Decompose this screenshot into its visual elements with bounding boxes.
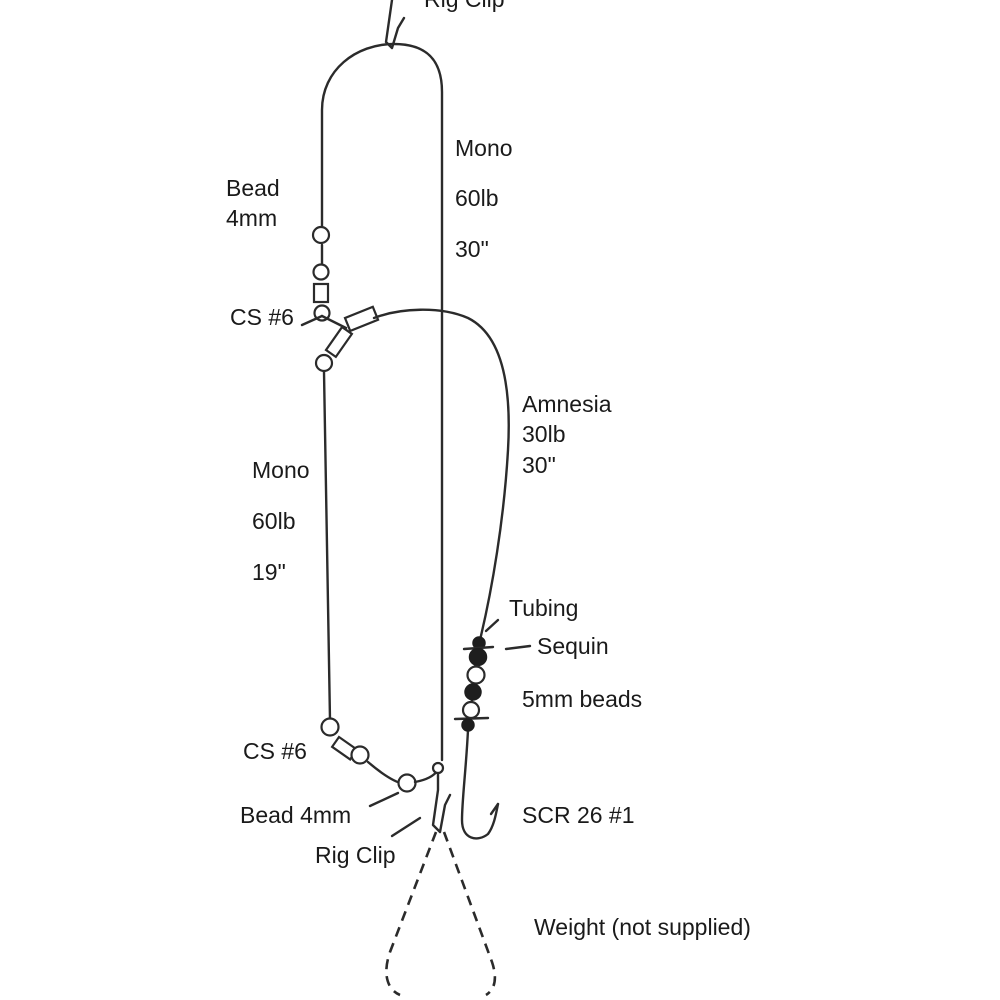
crane-swivel-lower-icon [324, 325, 354, 359]
tubing-label: Tubing [509, 595, 578, 621]
mono-left-label: Mono [252, 457, 310, 483]
rig-clip-top-label: Rig Clip [424, 0, 505, 12]
weight-outline [385, 831, 497, 997]
rig-clip-bottom-label: Rig Clip [315, 842, 396, 868]
mono-left-length-label: 19" [252, 559, 286, 585]
bead-5mm-black-1 [468, 647, 488, 667]
sequin-pointer-line [504, 644, 532, 651]
bead-bottom-pointer-line [368, 791, 400, 808]
hook-barb-icon [489, 802, 500, 816]
mono-main-length-label: 30" [455, 236, 489, 262]
swivel-ring-bottom [320, 717, 340, 737]
rig-clip-top-icon [384, 0, 406, 50]
cs-bottom-label: CS #6 [243, 738, 307, 764]
bead-below-cs [314, 353, 334, 373]
crane-swivel-angled-icon [343, 305, 380, 333]
beads-5mm-label: 5mm beads [522, 686, 642, 712]
weight-label: Weight (not supplied) [534, 914, 751, 940]
rig-clip-bottom-icon [431, 772, 452, 834]
bead-top-label-line2: 4mm [226, 205, 277, 231]
join-ring-bottom [431, 761, 445, 775]
cs-top-label: CS #6 [230, 304, 294, 330]
amnesia-line [372, 308, 510, 840]
bead-bottom-label: Bead 4mm [240, 802, 351, 828]
bead-5mm-white-2 [461, 700, 481, 720]
mono-left-strength-label: 60lb [252, 508, 295, 534]
rig-clip-bottom-pointer-line [390, 816, 422, 838]
amnesia-length-label: 30" [522, 452, 556, 478]
crane-swivel-top-icon [312, 282, 330, 304]
sequin-lower-icon [453, 716, 490, 721]
mono-main-strength-label: 60lb [455, 185, 498, 211]
bead-5mm-black-3 [461, 718, 475, 732]
bead-4mm-top [311, 225, 331, 245]
main-mono-line [320, 42, 444, 762]
swivel-ring-bottom-2 [350, 745, 370, 765]
bead-top-label-line1: Bead [226, 175, 280, 201]
amnesia-strength-label: 30lb [522, 421, 565, 447]
cs-top-pointer-line [300, 314, 324, 327]
bead-top-small [312, 263, 330, 281]
bead-4mm-bottom [397, 773, 417, 793]
tubing-pointer-line [484, 618, 500, 633]
bead-5mm-black-2 [464, 683, 482, 701]
bead-5mm-white-1 [466, 665, 486, 685]
scr-hook-label: SCR 26 #1 [522, 802, 635, 828]
amnesia-label: Amnesia [522, 391, 612, 417]
mono-main-label: Mono [455, 135, 513, 161]
left-mono-line [322, 370, 332, 722]
sequin-label: Sequin [537, 633, 609, 659]
